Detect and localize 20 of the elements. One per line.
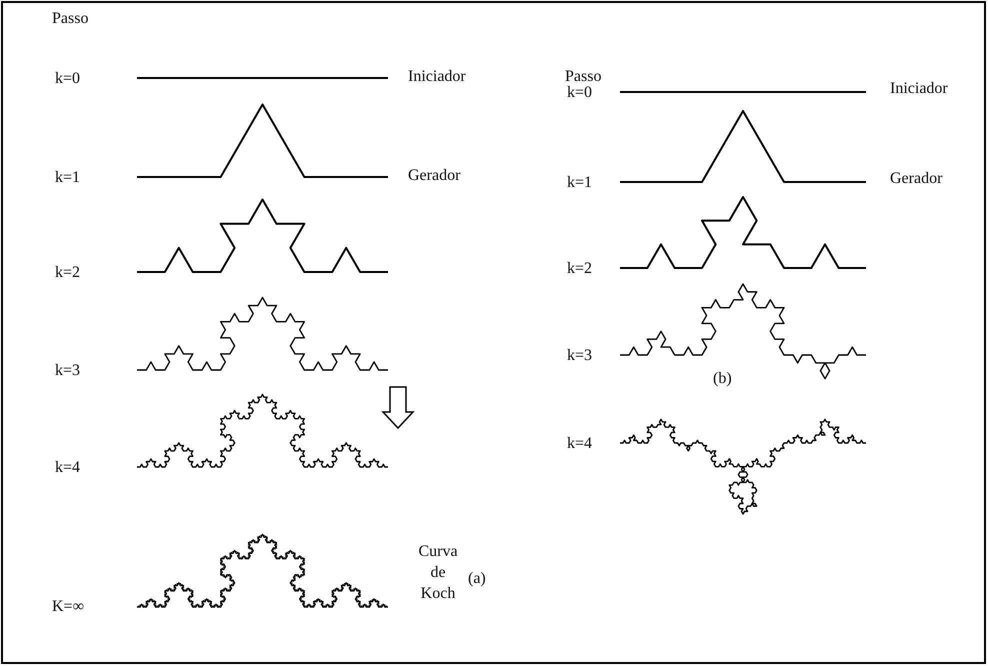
step-label: k=3	[567, 347, 592, 366]
step-label: Gerador	[408, 167, 460, 186]
step-label: K=∞	[52, 598, 84, 616]
step-label: k=0	[55, 70, 80, 88]
step-label: k=2	[55, 264, 80, 282]
step-label: Passo	[565, 68, 602, 86]
step-label: k=1	[55, 169, 80, 188]
step-label: Gerador	[890, 170, 942, 188]
step-label: (a)	[468, 570, 486, 588]
step-label: k=4	[567, 435, 592, 454]
step-label: k=0	[567, 84, 592, 102]
step-label: Iniciador	[408, 68, 466, 86]
step-label: k=1	[567, 174, 592, 192]
step-label: Curva de Koch	[417, 542, 459, 604]
step-label: k=4	[55, 459, 80, 478]
step-label: k=2	[567, 260, 592, 278]
step-label: (b)	[713, 370, 732, 388]
step-label: Passo	[52, 10, 88, 28]
step-label: k=3	[55, 362, 80, 380]
step-label: Iniciador	[890, 80, 948, 98]
